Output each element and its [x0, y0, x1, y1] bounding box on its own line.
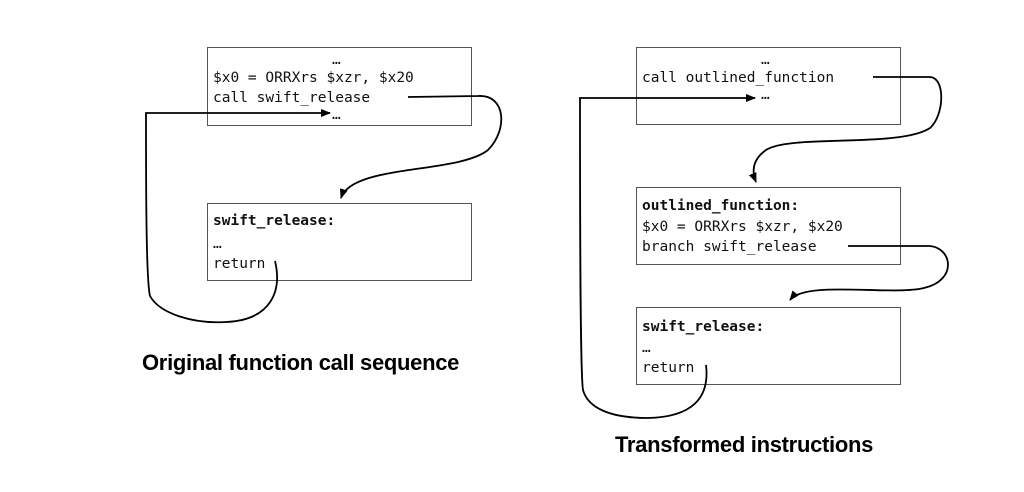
right-return-arrow — [579, 94, 756, 419]
caller-ellipsis-top: … — [332, 52, 341, 68]
original-caption: Original function call sequence — [142, 350, 460, 375]
outlined-function-label: outlined_function: — [642, 198, 800, 214]
right-call-arrow — [748, 76, 943, 183]
orr-instruction: $x0 = ORRXrs $xzr, $x20 — [642, 219, 843, 235]
swift-release-ellipsis: … — [213, 236, 222, 252]
return-instruction: return — [213, 256, 266, 272]
return-instruction: return — [642, 360, 695, 376]
outlined-function-block: outlined_function: $x0 = ORRXrs $xzr, $x… — [636, 187, 901, 265]
caller-ellipsis-bottom: … — [761, 87, 770, 103]
orr-instruction: $x0 = ORRXrs $xzr, $x20 — [213, 70, 414, 86]
call-outlined-function: call outlined_function — [642, 70, 835, 86]
transformed-caption: Transformed instructions — [615, 432, 874, 457]
left-return-arrow — [145, 109, 331, 324]
transformed-swift-release-block: swift_release: … return — [636, 307, 901, 385]
branch-swift-release: branch swift_release — [642, 239, 817, 255]
caller-ellipsis-top: … — [761, 52, 770, 68]
transformed-caller-block: … call outlined_function … — [636, 47, 901, 125]
call-swift-release: call swift_release — [213, 90, 371, 106]
swift-release-label: swift_release: — [642, 319, 765, 335]
left-call-arrow — [339, 95, 503, 199]
original-swift-release-block: swift_release: … return — [207, 203, 472, 281]
caller-ellipsis-bottom: … — [332, 107, 341, 123]
swift-release-ellipsis: … — [642, 340, 651, 356]
swift-release-label: swift_release: — [213, 213, 336, 229]
right-branch-arrow — [789, 245, 949, 301]
